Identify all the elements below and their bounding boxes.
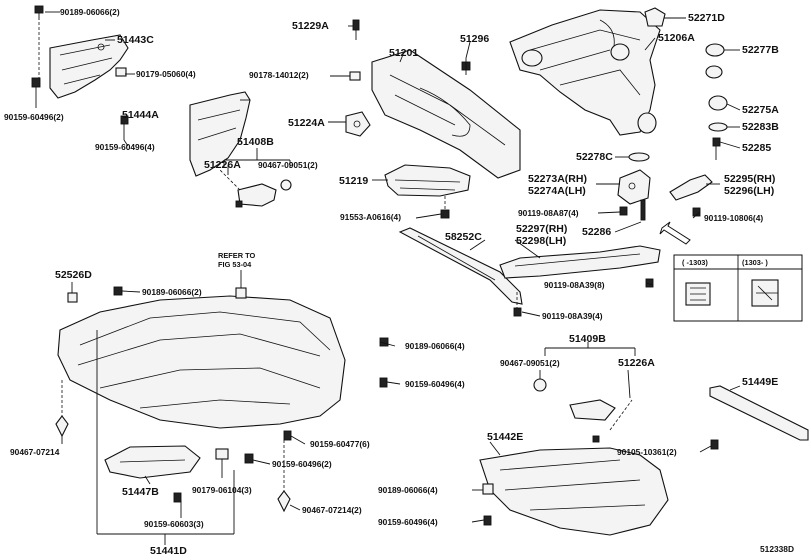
plate-51447B-drawing xyxy=(104,430,292,513)
bracket-51408B-drawing xyxy=(219,148,292,208)
label-51408B: 51408B xyxy=(237,136,274,148)
bushing-group-right xyxy=(628,43,728,162)
undercover-51441D-drawing xyxy=(55,270,346,438)
lower-brace-52297-drawing xyxy=(499,245,661,317)
label-refer-fig: FIG 53-04 xyxy=(218,260,252,269)
undercover-51442E-drawing xyxy=(479,447,669,536)
label-inset-before: ( -1303) xyxy=(682,258,708,267)
bolt-group xyxy=(31,5,127,96)
label-52283B: 52283B xyxy=(742,121,779,133)
label-51449E: 51449E xyxy=(742,376,778,388)
label-90159-60496-4: 90159-60496(4) xyxy=(95,142,155,152)
label-51447B: 51447B xyxy=(122,486,159,498)
label-52298: 52298(LH) xyxy=(516,235,566,247)
label-52295: 52295(RH) xyxy=(724,173,775,185)
label-90467-09051-low: 90467-09051(2) xyxy=(500,358,560,368)
label-52297: 52297(RH) xyxy=(516,223,567,235)
label-51442E: 51442E xyxy=(487,431,523,443)
label-52277B: 52277B xyxy=(742,44,779,56)
label-58252C: 58252C xyxy=(445,231,482,243)
figure-id: 512338D xyxy=(760,544,794,554)
label-51226A-top: 51226A xyxy=(204,159,241,171)
label-90178-14012: 90178-14012(2) xyxy=(249,70,309,80)
bracket-52273A-drawing xyxy=(617,169,713,221)
label-52274A: 52274A(LH) xyxy=(528,185,586,197)
label-90105-10361: 90105-10361(2) xyxy=(617,447,677,457)
label-90119-08A87: 90119-08A87(4) xyxy=(518,208,579,218)
label-91553-A0616: 91553-A0616(4) xyxy=(340,212,401,222)
label-90467-09051-top: 90467-09051(2) xyxy=(258,160,318,170)
label-90467-07214-2: 90467-07214(2) xyxy=(302,505,362,515)
label-90179-06104: 90179-06104(3) xyxy=(192,485,252,495)
label-51206A: 51206A xyxy=(658,32,695,44)
label-90159-60477: 90159-60477(6) xyxy=(310,439,370,449)
rear-member-51206A-drawing xyxy=(509,7,666,136)
label-51409B: 51409B xyxy=(569,333,606,345)
label-90119-08A39-4: 90119-08A39(4) xyxy=(542,311,603,321)
label-90119-10806: 90119-10806(4) xyxy=(704,213,763,223)
label-90467-07214: 90467-07214 xyxy=(10,447,60,457)
label-51444A: 51444A xyxy=(122,109,159,121)
plate-51219-drawing xyxy=(384,164,471,219)
label-51443C: 51443C xyxy=(117,34,154,46)
label-90159-60496-2-mid: 90159-60496(2) xyxy=(272,459,332,469)
label-52296: 52296(LH) xyxy=(724,185,774,197)
brace-58252C-drawing xyxy=(398,227,523,305)
label-52278C: 52278C xyxy=(576,151,613,163)
inset-box xyxy=(673,254,803,322)
label-51201: 51201 xyxy=(389,47,418,59)
label-52526D: 52526D xyxy=(55,269,92,281)
label-90159-60603: 90159-60603(3) xyxy=(144,519,204,529)
label-90159-60496-2: 90159-60496(2) xyxy=(4,112,64,122)
label-52271D: 52271D xyxy=(688,12,725,24)
label-90189-06066-2-mid: 90189-06066(2) xyxy=(142,287,202,297)
label-90119-08A39-8: 90119-08A39(8) xyxy=(544,280,605,290)
label-90189-06066-low: 90189-06066(4) xyxy=(378,485,438,495)
leader-lines xyxy=(35,11,741,523)
label-52286: 52286 xyxy=(582,226,611,238)
direction-arrow-icon xyxy=(659,221,691,245)
label-51219: 51219 xyxy=(339,175,368,187)
cover-51444A-drawing xyxy=(120,91,251,177)
label-refer-to: REFER TO xyxy=(218,251,255,260)
label-52285: 52285 xyxy=(742,142,771,154)
label-90189-06066-4-mid: 90189-06066(4) xyxy=(405,341,465,351)
label-51226A-low: 51226A xyxy=(618,357,655,369)
label-52275A: 52275A xyxy=(742,104,779,116)
undercover-bracket-lines xyxy=(96,330,389,545)
subframe-51201-drawing xyxy=(345,19,521,179)
label-51296: 51296 xyxy=(460,33,489,45)
cover-51443C-drawing xyxy=(49,34,129,99)
label-90179-05060: 90179-05060(4) xyxy=(136,69,196,79)
label-inset-after: (1303- ) xyxy=(742,258,768,267)
label-90159-60496-low: 90159-60496(4) xyxy=(378,517,438,527)
label-51229A: 51229A xyxy=(292,20,329,32)
label-90159-60496-4-mid: 90159-60496(4) xyxy=(405,379,465,389)
bracket-51409B-drawing xyxy=(533,342,636,443)
label-90189-06066-2: 90189-06066(2) xyxy=(60,7,120,17)
label-51224A: 51224A xyxy=(288,117,325,129)
strip-51449E-drawing xyxy=(709,385,809,450)
label-52273A: 52273A(RH) xyxy=(528,173,587,185)
label-51441D: 51441D xyxy=(150,545,187,557)
